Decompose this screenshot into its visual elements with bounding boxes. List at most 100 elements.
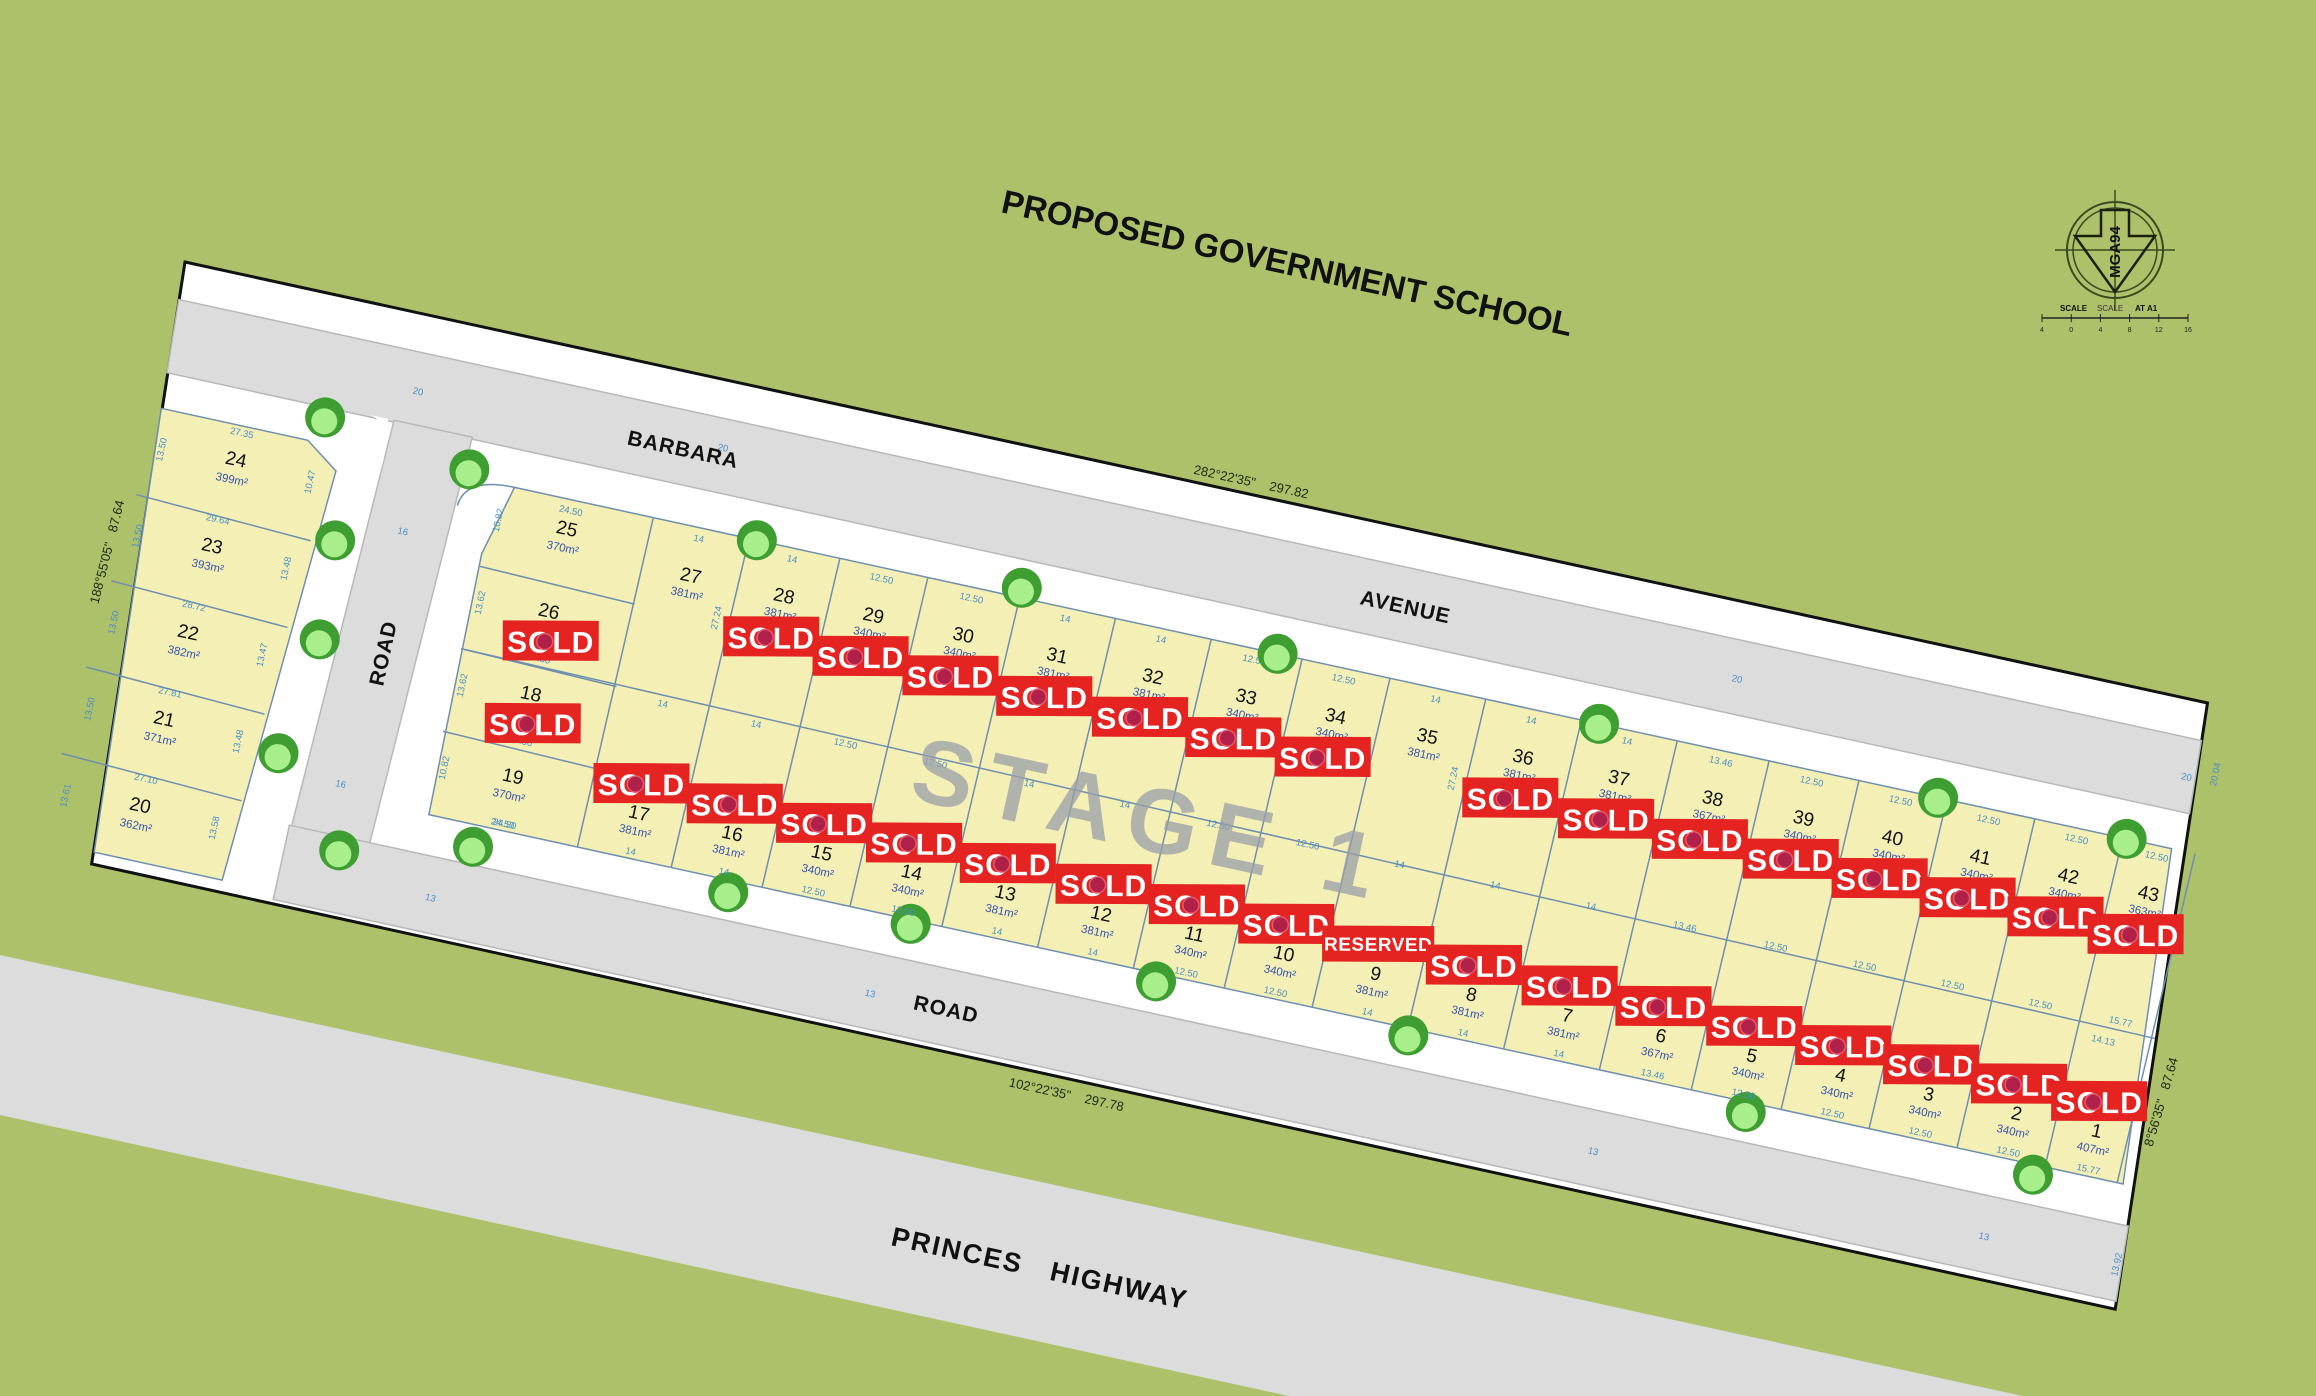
lot-dim: 10.82 (491, 507, 507, 533)
sold-badge: SOLD (1462, 777, 1559, 818)
lot-number: 3 (1921, 1084, 1936, 1107)
sold-badge: SOLD (1970, 1063, 2068, 1104)
lot-number: 12 (1088, 902, 1113, 927)
sold-dot-icon (1459, 956, 1477, 975)
tree-icon (1388, 1015, 1429, 1056)
lot-number: 8 (1464, 984, 1479, 1007)
sold-badge: SOLD (1425, 944, 1522, 985)
sold-dot-icon (1739, 1018, 1758, 1036)
lot-number: 9 (1368, 963, 1383, 986)
lot-dim: 12.50 (1295, 837, 1321, 853)
lot-number: 21 (151, 707, 176, 732)
lot-number: 27 (678, 564, 703, 589)
lot-dim: 12.50 (1205, 818, 1231, 834)
compass-label: MGA94 (2107, 226, 2124, 278)
scale-tick-label: 8 (2128, 327, 2132, 334)
lot-number: 37 (1606, 766, 1631, 791)
lot-dim: 27.10 (133, 772, 159, 788)
sold-dot-icon (809, 815, 827, 833)
sold-dot-icon (1218, 729, 1237, 747)
sold-badge: SOLD (1651, 818, 1748, 860)
lot-frontage-dim: 12.50 (800, 884, 826, 900)
lot-frontage-dim: 12.50 (1173, 965, 1199, 981)
sold-badge: SOLD (2007, 896, 2104, 937)
road-width-dim: 20 (412, 386, 425, 399)
sold-badge: SOLD (959, 842, 1056, 884)
lot-dim: 12.50 (1852, 959, 1878, 975)
lot-dim: 14 (1621, 735, 1634, 748)
lot-dim: 12.50 (1799, 774, 1825, 790)
lot-number: 28 (771, 584, 796, 609)
lot-dim: 12.50 (1940, 978, 1966, 994)
sold-badge: SOLD (1919, 877, 2016, 918)
lot-number: 42 (2056, 864, 2081, 889)
sold-dot-icon (845, 648, 864, 666)
road-width-dim: 13.92 (2109, 1252, 2125, 1278)
lot-number: 41 (1968, 845, 1993, 870)
lot-dim: 14 (1155, 634, 1168, 647)
sold-badge: SOLD (484, 702, 581, 744)
lot-number: 5 (1744, 1045, 1759, 1068)
sold-dot-icon (1182, 896, 1200, 915)
lot-dim: 29.64 (205, 512, 231, 528)
sold-dot-icon (1828, 1037, 1846, 1055)
tree-icon (315, 520, 356, 561)
lot-dim: 12.50 (1763, 939, 1789, 955)
lot-dim: 14 (1393, 859, 1406, 872)
lot-dim: 10.82 (437, 755, 453, 781)
tree-icon (890, 903, 931, 944)
rear-boundary-line (464, 648, 2155, 1040)
road-width-dim: 20 (717, 442, 730, 455)
sold-badge: SOLD (1883, 1044, 1980, 1085)
lot-dim: 14 (1585, 900, 1598, 913)
lot-dim: 13.48 (231, 729, 247, 755)
lot-frontage-dim: 14 (624, 845, 637, 858)
lot-frontage-dim: 13.46 (1640, 1067, 1666, 1083)
road-width-dim: 13 (1587, 1145, 1600, 1158)
sold-dot-icon (1495, 789, 1514, 808)
sold-dot-icon (756, 628, 774, 647)
lot-dim: 27.24 (709, 605, 725, 631)
sold-badge: SOLD (1238, 903, 1335, 945)
north-arrow-icon (2072, 208, 2158, 295)
road-width-dim: 13 (864, 988, 877, 1001)
lot-dim: 13.50 (82, 696, 98, 722)
sold-dot-icon (1088, 876, 1107, 894)
lot-frontage-dim: 14 (1361, 1006, 1374, 1019)
scale-text-1: SCALE (2060, 304, 2088, 313)
tree-icon (319, 830, 360, 871)
lot-number: 31 (1044, 644, 1069, 669)
lot-number: 6 (1653, 1025, 1668, 1048)
sold-dot-icon (899, 834, 917, 853)
sold-dot-icon (935, 667, 954, 686)
sold-badge: SOLD (723, 616, 820, 657)
lot-frontage-dim: 12.50 (890, 903, 916, 919)
lot-dim: 13.46 (1672, 919, 1698, 935)
lot-dim: 12.50 (1976, 813, 2002, 829)
sold-dot-icon (2120, 926, 2139, 944)
lot-number: 43 (2136, 882, 2161, 907)
sold-badge: SOLD (776, 802, 873, 844)
lot-frontage-dim: 14 (1552, 1048, 1565, 1061)
lot-number: 34 (1323, 705, 1349, 730)
bottom-road (272, 824, 2130, 1303)
lot-number: 39 (1791, 807, 1816, 832)
sold-badge: SOLD (1706, 1005, 1803, 1047)
lot-dim: 13.46 (1708, 754, 1734, 770)
lot-dim: 14.13 (2090, 1033, 2116, 1049)
lot-number: 15 (809, 841, 834, 866)
sold-dot-icon (1029, 688, 1048, 706)
tree-icon (1136, 961, 1177, 1002)
lot-dim: 14 (1023, 778, 1036, 791)
lot-number: 38 (1700, 787, 1725, 812)
scale-tick-label: 16 (2184, 327, 2192, 334)
lot-frontage-dim: 14 (991, 925, 1004, 938)
lot-number: 11 (1182, 923, 1206, 948)
sold-badge: SOLD (2051, 1080, 2148, 1122)
sold-badge: SOLD (1055, 863, 1152, 905)
